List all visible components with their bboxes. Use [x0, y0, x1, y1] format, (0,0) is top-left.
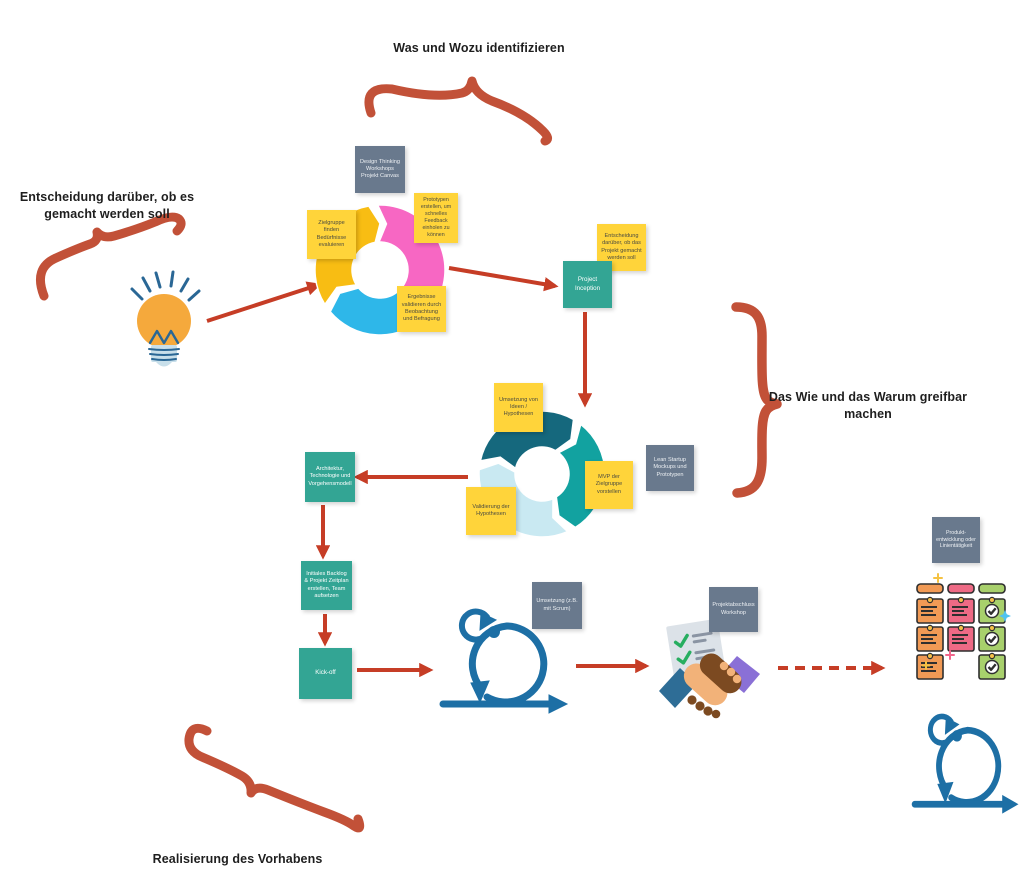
kanban-notes-icon — [916, 573, 1011, 680]
sticky-note-architektur: Architektur, Technologie und Vorgehensmo… — [305, 452, 355, 502]
sticky-note-umsetzung-ideen: Umsetzung von Ideen / Hypothesen — [494, 383, 543, 432]
sticky-note-produkt: Produkt- entwicklung oder Linientätigkei… — [932, 517, 980, 563]
heading-identify-phase: Was und Wozu identifizieren — [393, 41, 565, 55]
sticky-note-mvp: MVP der Zielgruppe vorstellen — [585, 461, 633, 509]
curly-brace-bottom — [184, 723, 365, 833]
sticky-note-zielgruppe: Zielgruppe finden Bedürfnisse evaluieren — [307, 210, 356, 259]
heading-how-why-phase: Das Wie und das Warum greifbar machen — [768, 390, 968, 421]
sticky-note-projektabschluss: Projektabschluss Workshop — [709, 587, 758, 632]
sticky-note-lean-startup: Lean Startup Mockups und Prototypen — [646, 445, 694, 491]
sprint-loop-icon-small — [915, 716, 1018, 812]
sticky-note-backlog: Initiales Backlog & Projekt Zeitplan ers… — [301, 561, 352, 610]
heading-realisation-phase: Realisierung des Vorhabens — [152, 852, 323, 866]
sticky-note-design-thinking: Design Thinking Workshops Projekt Canvas — [355, 146, 405, 193]
curly-brace-right — [731, 302, 782, 498]
heading-decision-phase: Entscheidung darüber, ob es gemacht werd… — [19, 190, 195, 221]
sticky-note-project-inception: Project Inception — [563, 261, 612, 308]
sticky-note-umsetzung-scrum: Umsetzung (z.B. mit Scrum) — [532, 582, 582, 629]
sticky-note-ergebnisse: Ergebnisse validieren durch Beobachtung … — [397, 286, 446, 332]
arrow-design-cycle-to-inception — [448, 266, 559, 292]
sticky-note-prototypen: Prototypen erstellen, um schnelles Feedb… — [414, 193, 458, 243]
curly-brace-left — [36, 212, 186, 301]
arrow-bulb-to-design-cycle — [206, 281, 322, 323]
lightbulb-icon — [130, 270, 201, 367]
curly-brace-top — [364, 76, 553, 146]
handshake-document-icon — [659, 618, 760, 719]
sticky-note-kickoff: Kick-off — [299, 648, 352, 699]
sticky-note-validierung: Validierung der Hypothesen — [466, 487, 516, 535]
